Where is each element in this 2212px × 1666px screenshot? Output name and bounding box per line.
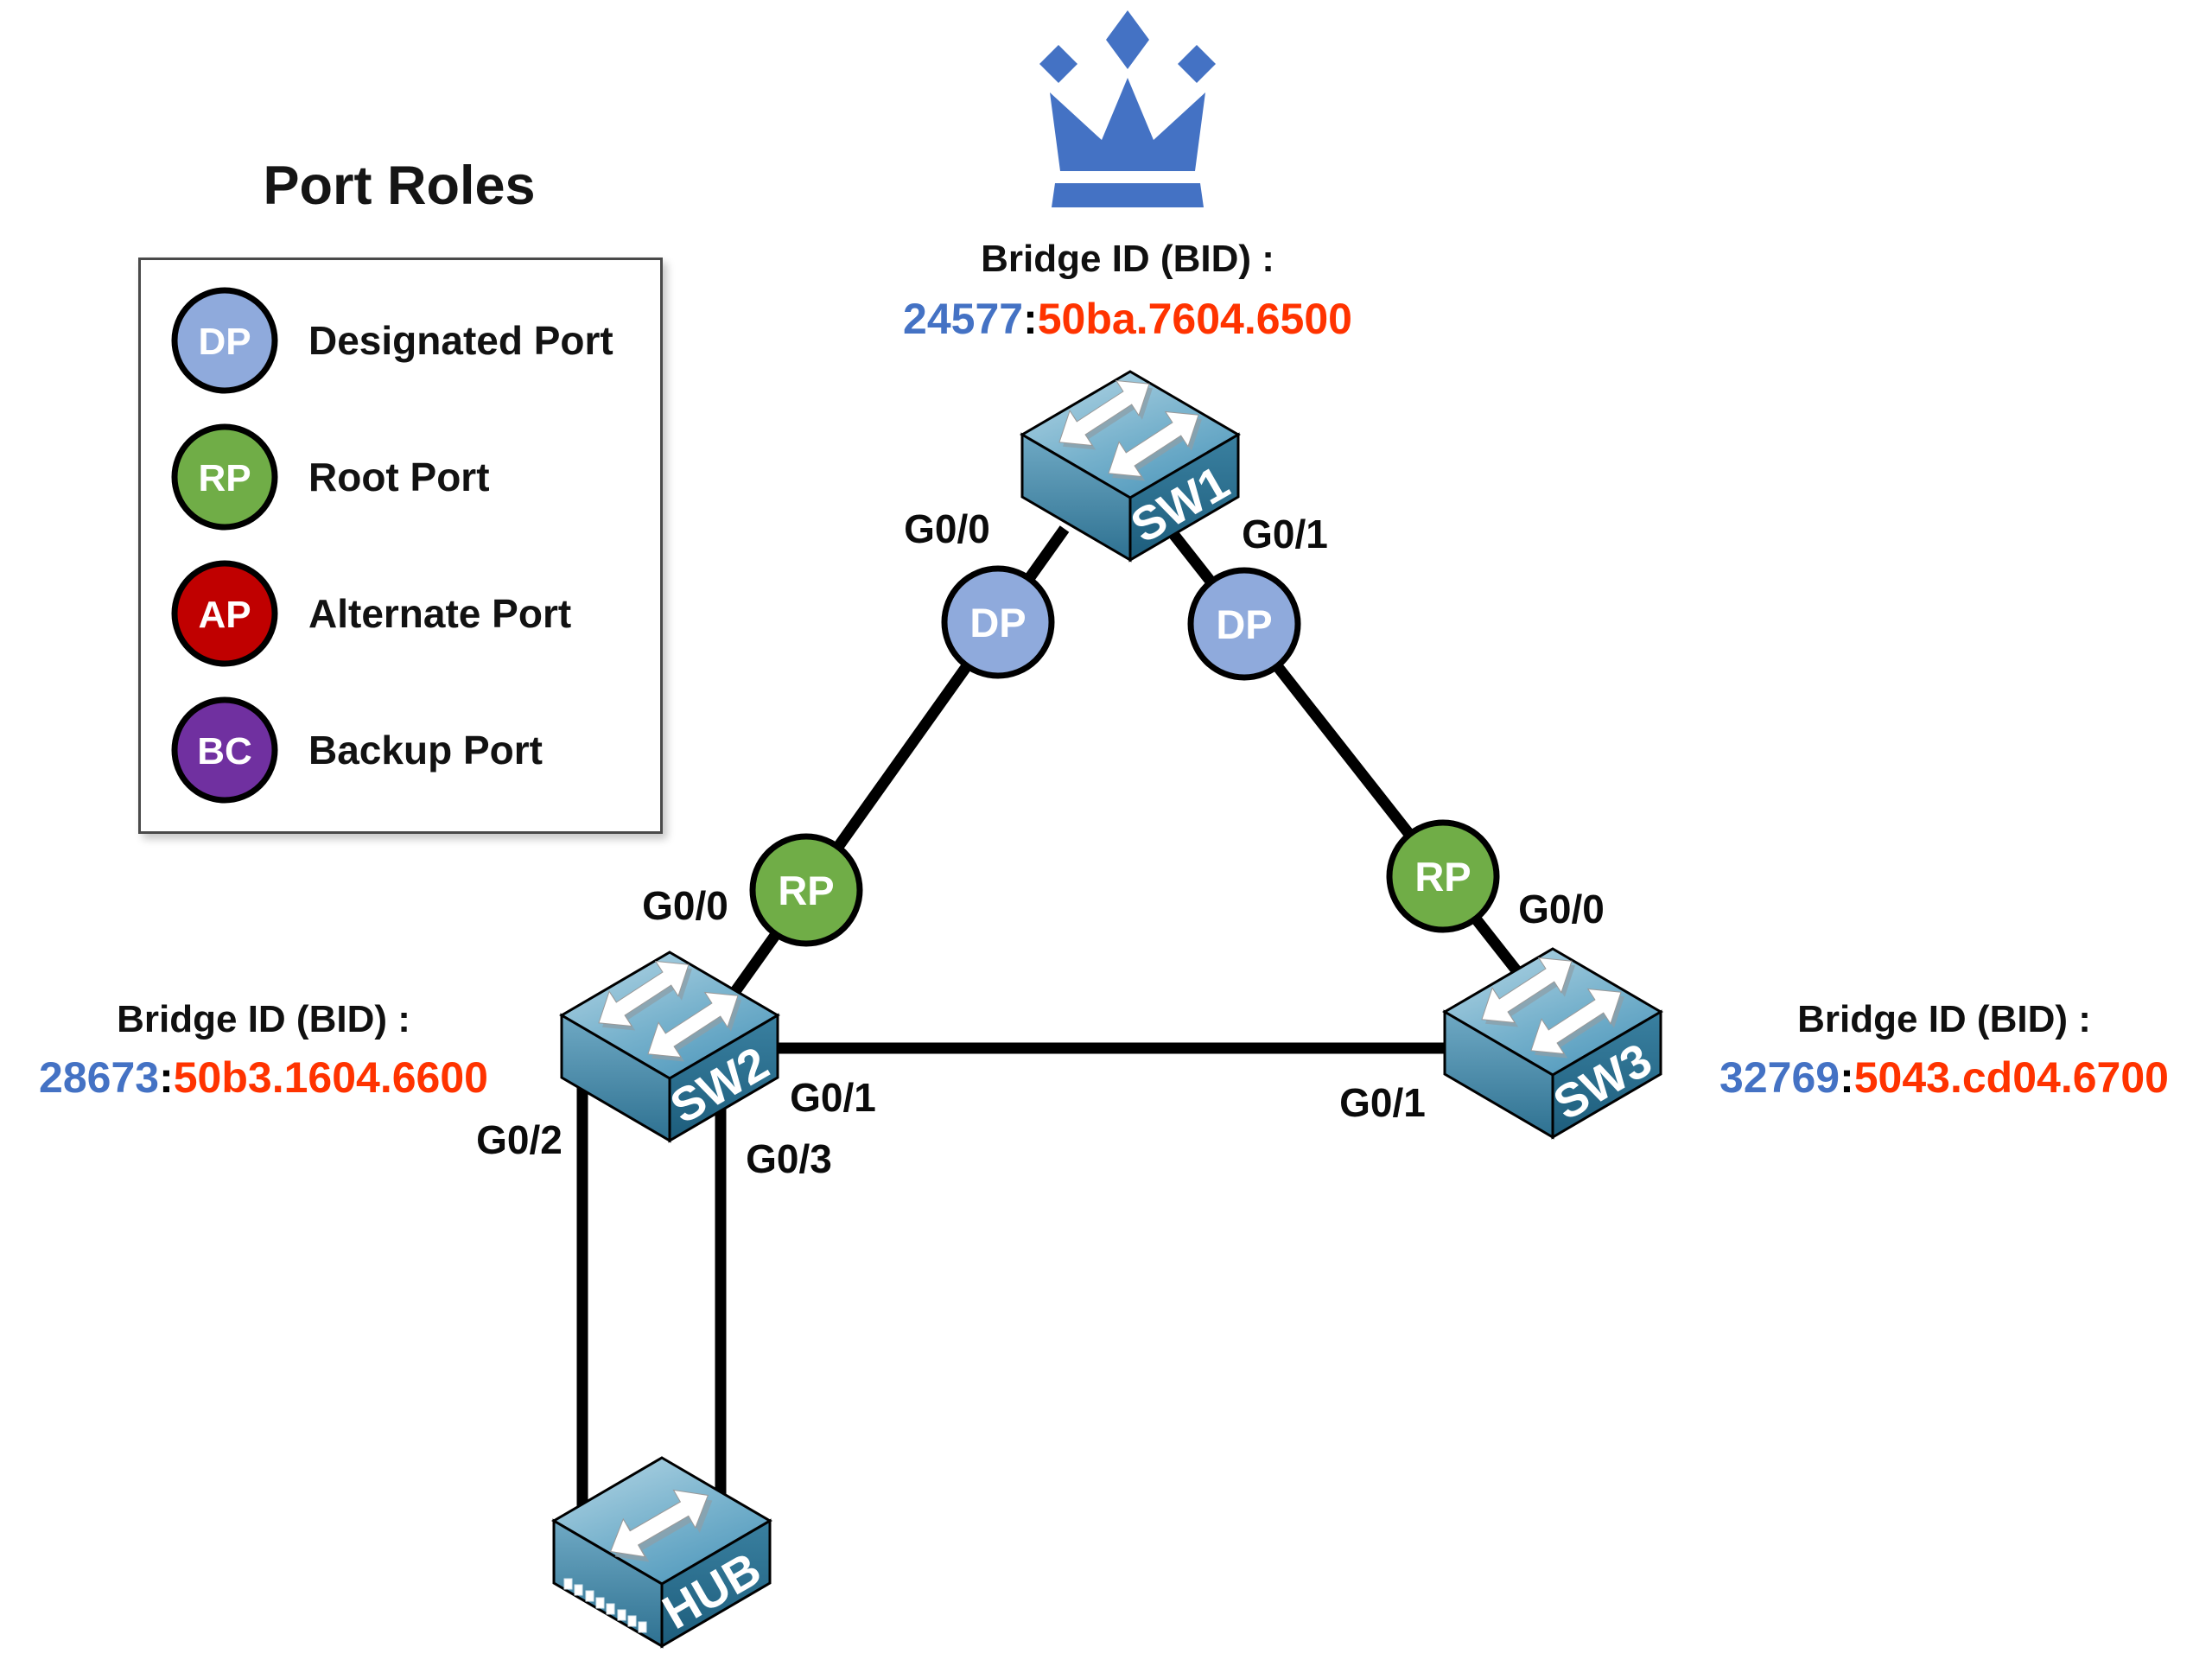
switch-sw1: SW1: [1020, 370, 1241, 563]
hub-device: HUB: [551, 1456, 772, 1649]
designated-port-badge-icon: DP: [171, 287, 278, 394]
sw1-bid-priority: 24577: [903, 295, 1024, 343]
switch-arrows-icon: [1481, 957, 1624, 1059]
sw3-bid-mac: 5043.cd04.6700: [1853, 1053, 2169, 1102]
sw3-bid-title: Bridge ID (BID) :: [1797, 998, 2091, 1040]
hub-arrow-icon: [609, 1489, 713, 1562]
switch-arrows-icon: [598, 960, 741, 1062]
legend-item-designated: DP Designated Port: [141, 272, 660, 409]
port-label-sw2-g03: G0/3: [746, 1136, 832, 1181]
legend-label: Designated Port: [308, 318, 613, 363]
svg-text:DP: DP: [1216, 601, 1272, 647]
svg-text:DP: DP: [969, 600, 1026, 645]
sw2-bid-mac: 50b3.1604.6600: [173, 1053, 488, 1102]
alternate-port-badge-icon: AP: [171, 560, 278, 667]
port-role-badge-sw1-g00: DP: [941, 565, 1055, 679]
sw3-bid-priority: 32769: [1719, 1053, 1840, 1102]
sw1-bid-colon: :: [1023, 295, 1038, 343]
legend-label: Root Port: [308, 455, 490, 499]
sw3-bid-value: 32769:5043.cd04.6700: [1719, 1052, 2169, 1103]
svg-text:RP: RP: [198, 457, 251, 499]
svg-text:AP: AP: [198, 594, 251, 636]
port-role-badge-sw1-g01: DP: [1187, 567, 1301, 681]
hub-ports-icon: [563, 1578, 647, 1633]
sw1-bid-title: Bridge ID (BID) :: [981, 238, 1274, 280]
port-role-badge-sw2-g00: RP: [749, 833, 863, 947]
port-label-sw1-g01: G0/1: [1242, 512, 1328, 556]
port-label-sw2-g00: G0/0: [642, 883, 728, 928]
legend-item-root: RP Root Port: [141, 409, 660, 545]
legend-item-alternate: AP Alternate Port: [141, 545, 660, 682]
port-label-sw3-g00: G0/0: [1518, 887, 1605, 932]
page-title: Port Roles: [263, 156, 536, 216]
port-label-sw1-g00: G0/0: [904, 506, 990, 551]
svg-text:BC: BC: [197, 730, 252, 773]
port-label-sw2-g02: G0/2: [476, 1117, 563, 1162]
legend-label: Backup Port: [308, 728, 543, 773]
switch-arrows-icon: [1058, 379, 1202, 481]
switch-sw2: SW2: [559, 951, 780, 1143]
sw2-bid-title: Bridge ID (BID) :: [117, 998, 410, 1040]
svg-text:DP: DP: [198, 321, 251, 363]
switch-sw3: SW3: [1442, 947, 1663, 1140]
sw1-bid-value: 24577:50ba.7604.6500: [903, 294, 1352, 344]
svg-text:RP: RP: [778, 868, 834, 913]
svg-text:RP: RP: [1414, 854, 1471, 900]
crown-icon: [1039, 10, 1216, 207]
sw2-bid-colon: :: [159, 1053, 174, 1102]
sw3-bid-colon: :: [1840, 1053, 1854, 1102]
port-label-sw2-g01: G0/1: [790, 1075, 876, 1120]
legend-item-backup: BC Backup Port: [141, 682, 660, 818]
root-port-badge-icon: RP: [171, 423, 278, 531]
backup-port-badge-icon: BC: [171, 696, 278, 804]
port-label-sw3-g01: G0/1: [1339, 1080, 1426, 1125]
sw2-bid-priority: 28673: [39, 1053, 160, 1102]
port-role-badge-sw3-g00: RP: [1386, 819, 1500, 933]
sw1-bid-mac: 50ba.7604.6500: [1037, 295, 1352, 343]
legend-label: Alternate Port: [308, 591, 572, 636]
sw2-bid-value: 28673:50b3.1604.6600: [39, 1052, 488, 1103]
port-roles-legend: DP Designated Port RP Root Port AP Alter…: [138, 258, 663, 834]
